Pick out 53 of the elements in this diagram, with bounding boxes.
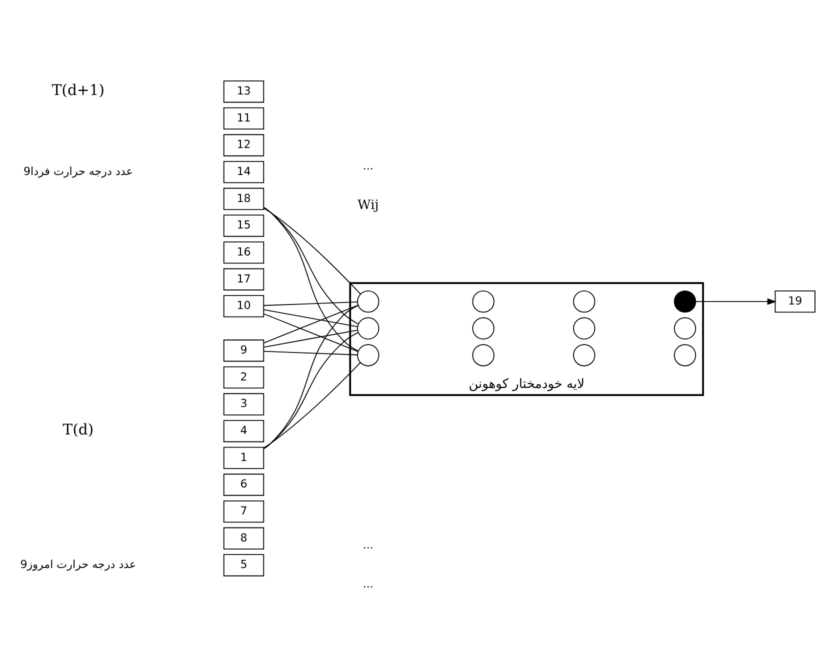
label: ... [362,577,374,590]
connector [263,301,358,306]
arrow [695,298,777,304]
connector [263,329,358,348]
connector [263,304,359,343]
node-box: 13 [223,80,264,102]
node-circle [674,290,696,312]
node-circle [357,290,380,312]
node-circle [573,290,596,312]
node-circle [573,316,596,340]
label: 9عدد درجه حرارت امروز [20,558,136,571]
node-box: 11 [223,106,264,130]
node-box: 10 [223,294,264,317]
node-box: 8 [223,526,264,549]
connector [263,206,359,324]
label: ... [362,158,374,172]
node-box: 18 [223,187,264,210]
node-box: 17 [223,268,264,290]
connector [263,362,361,448]
label: T(d) [62,421,94,438]
node-box: 14 [223,160,264,183]
connector [263,207,361,294]
node-circle [573,344,596,366]
label: ... [362,538,374,552]
node-circle [674,344,696,366]
node-circle [472,290,494,312]
node-circle [674,316,696,340]
connector [263,304,358,449]
node-box: 19 [774,290,816,312]
node-box: 7 [223,500,264,522]
node-box: 9 [223,339,264,362]
node-circle [357,316,380,340]
connector [263,206,359,352]
node-box: 6 [223,473,264,496]
node-box: 4 [223,420,264,442]
label: Wij [358,197,379,212]
connector [263,308,358,327]
connector [263,332,359,448]
node-circle [357,344,380,366]
connector [263,312,359,352]
connector [263,350,358,355]
node-box: 15 [223,214,264,236]
label: 9عدد درجه حرارت فردا [23,164,133,178]
node-circle [472,344,494,366]
node-box: 1 [223,446,264,469]
node-box: 5 [223,554,264,576]
node-box: 3 [223,392,264,415]
label: T(d+1) [52,82,105,99]
node-box: 16 [223,240,264,264]
node-box: 2 [223,366,264,388]
node-circle [472,316,494,340]
cluster: لایه خودمختار کوهونن [349,282,704,396]
node-box: 12 [223,134,264,156]
